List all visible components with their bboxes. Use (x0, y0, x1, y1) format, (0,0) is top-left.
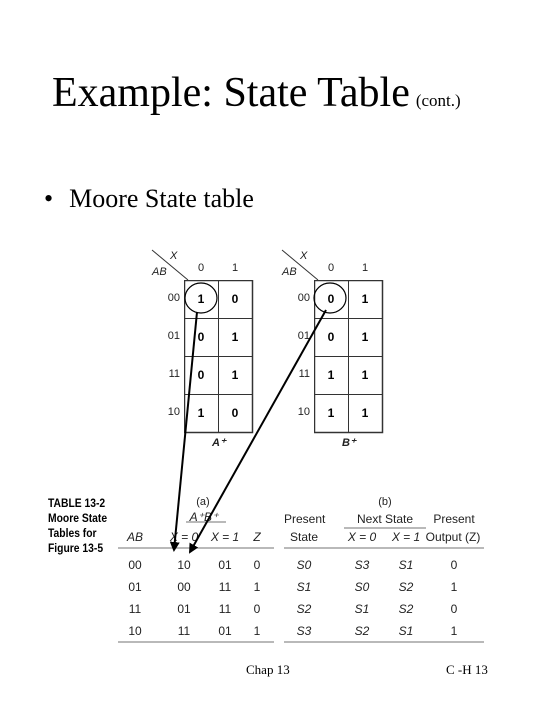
table-caption-line: Moore State (48, 511, 108, 525)
bullet-item: • Moore State table (44, 186, 254, 212)
table-row: S1 (398, 558, 414, 572)
kmap-b-plus-row-3: 10 (297, 406, 310, 418)
kmap-a-plus-caption: A⁺ (212, 437, 226, 449)
kmap-b-plus-cell: 1 (327, 406, 335, 420)
kmap-b-plus-col-1: 1 (362, 262, 369, 274)
slide-title: Example: State Table (cont.) (52, 72, 461, 114)
table-row: S1 (296, 580, 312, 594)
kmap-a-plus-col-1: 1 (232, 262, 239, 274)
footer-left: Chap 13 (246, 662, 290, 677)
bullet-text: Moore State table (69, 184, 254, 213)
table-row: 11 (177, 624, 191, 638)
kmap-b-plus-cell: 0 (327, 292, 335, 306)
kmap-b-plus-caption: B⁺ (342, 437, 356, 449)
bullet-dot-icon: • (44, 184, 54, 213)
table-row: 11 (218, 580, 232, 594)
table-b-next-state-header: Next State (356, 512, 414, 526)
table-row: 0 (450, 602, 458, 616)
table-row: S1 (398, 624, 414, 638)
kmap-b-plus-cell: 1 (361, 368, 369, 382)
table-row: S1 (354, 602, 370, 616)
table-row: 00 (177, 580, 191, 594)
kmap-a-plus-cell: 0 (197, 368, 205, 382)
table-caption: TABLE 13-2 Moore State Tables for Figure… (48, 496, 107, 556)
table-row: 01 (218, 624, 232, 638)
kmap-a-plus: X AB 0 1 00 01 11 10 1 0 0 1 0 1 1 0 A⁺ (140, 246, 270, 456)
table-row: S2 (354, 624, 370, 638)
kmap-a-plus-corner-left: AB (152, 266, 167, 278)
kmap-a-plus-cell: 1 (231, 368, 239, 382)
kmap-b-plus-cell: 1 (361, 330, 369, 344)
slide-title-text: Example: State Table (52, 70, 410, 116)
kmap-a-plus-cell: 0 (231, 292, 239, 306)
table-caption-line: Tables for (48, 526, 97, 540)
kmap-b-plus-row-2: 11 (298, 368, 310, 380)
table-row: 1 (253, 580, 261, 594)
table-row: S2 (398, 602, 414, 616)
kmap-a-plus-cell: 1 (231, 330, 239, 344)
table-part-a: (a) A⁺B⁺ AB X = 0 X = 1 Z 00 10 01 0 01 … (118, 492, 274, 644)
kmap-a-plus-corner-top: X (170, 250, 178, 262)
kmap-b-plus-row-1: 01 (297, 330, 310, 342)
table-row: 10 (128, 624, 142, 638)
table-row: S2 (296, 602, 312, 616)
table-row: 01 (218, 558, 232, 572)
table-caption-line: Figure 13-5 (48, 541, 104, 555)
kmap-b-plus-col-0: 0 (328, 262, 335, 274)
kmap-a-plus-cell: 0 (231, 406, 239, 420)
slide-title-suffix: (cont.) (415, 91, 461, 110)
kmap-b-plus-cell: 1 (327, 368, 335, 382)
table-row: 1 (253, 624, 261, 638)
table-b-sub-header-x0: X = 0 (347, 530, 377, 544)
kmap-a-plus-corner-line (151, 249, 189, 281)
kmap-a-plus-row-1: 01 (167, 330, 180, 342)
table-row: 00 (128, 558, 142, 572)
kmap-b-plus-corner-line (281, 249, 319, 281)
table-row: 1 (450, 580, 458, 594)
kmap-b-plus-cell: 0 (327, 330, 335, 344)
table-row: 10 (177, 558, 191, 572)
kmap-a-plus-cell: 1 (197, 292, 205, 306)
table-part-b: (b) Present State Next State X = 0 X = 1… (284, 492, 484, 644)
table-row: 1 (450, 624, 458, 638)
kmap-a-plus-row-0: 00 (167, 292, 180, 304)
kmap-a-plus-row-3: 10 (167, 406, 180, 418)
table-row: S0 (354, 580, 370, 594)
table-row: S3 (354, 558, 370, 572)
table-row: 11 (218, 602, 232, 616)
table-row: 0 (450, 558, 458, 572)
table-row: S3 (296, 624, 312, 638)
kmap-a-plus-col-0: 0 (198, 262, 205, 274)
table-row: 01 (177, 602, 191, 616)
table-b-label: (b) (378, 496, 392, 508)
kmap-a-plus-cell: 1 (197, 406, 205, 420)
kmap-a-plus-cell: 0 (197, 330, 205, 344)
kmap-b-plus: X AB 0 1 00 01 11 10 0 1 0 1 1 1 1 1 B⁺ (270, 246, 400, 456)
table-b-output-header: Present (433, 512, 475, 526)
table-row: 01 (128, 580, 142, 594)
kmap-b-plus-corner-top: X (300, 250, 308, 262)
table-caption-line: TABLE 13-2 (48, 496, 106, 510)
table-b-output-header: Output (Z) (425, 530, 481, 544)
table-row: S2 (398, 580, 414, 594)
table-row: 11 (128, 602, 142, 616)
kmap-b-plus-row-0: 00 (297, 292, 310, 304)
table-row: S0 (296, 558, 312, 572)
kmap-a-plus-row-2: 11 (168, 368, 180, 380)
table-b-sub-header-x1: X = 1 (391, 530, 421, 544)
kmap-b-plus-cell: 1 (361, 292, 369, 306)
table-row: 0 (253, 558, 261, 572)
kmap-b-plus-corner-left: AB (282, 266, 297, 278)
table-a-header-ab: AB (126, 530, 143, 544)
footer-right: C -H 13 (446, 662, 488, 677)
kmap-b-plus-cell: 1 (361, 406, 369, 420)
table-row: 0 (253, 602, 261, 616)
